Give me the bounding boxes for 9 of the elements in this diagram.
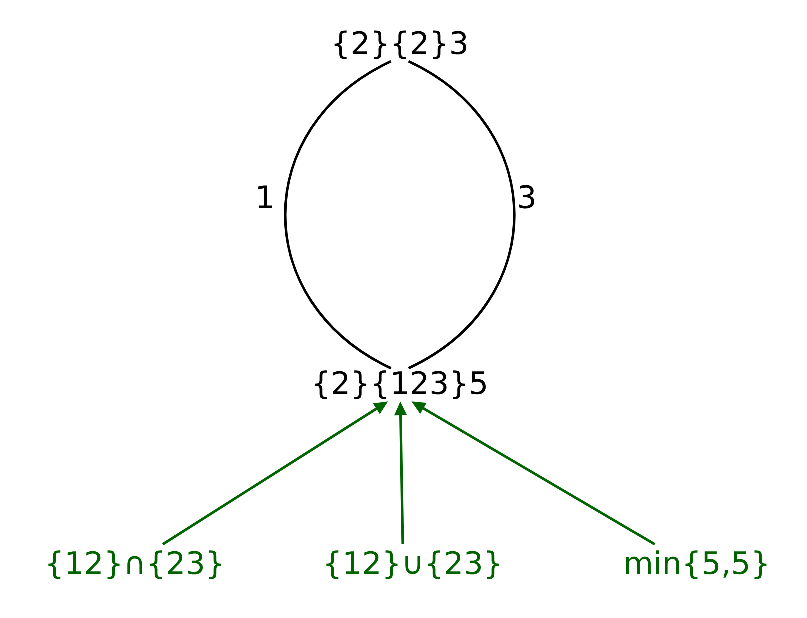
- math-text: min{5,5}: [626, 550, 767, 580]
- math-text: {12}∩{23}: [48, 550, 222, 580]
- math-text: {12}∪{23}: [326, 550, 500, 580]
- math-text: {2}{123}5: [315, 370, 486, 400]
- edge-label: 1: [258, 186, 272, 208]
- math-text: {2}{2}3: [334, 30, 467, 60]
- curved-line: [284, 60, 392, 370]
- edge-label: 3: [520, 185, 534, 209]
- curved-line: [408, 60, 516, 370]
